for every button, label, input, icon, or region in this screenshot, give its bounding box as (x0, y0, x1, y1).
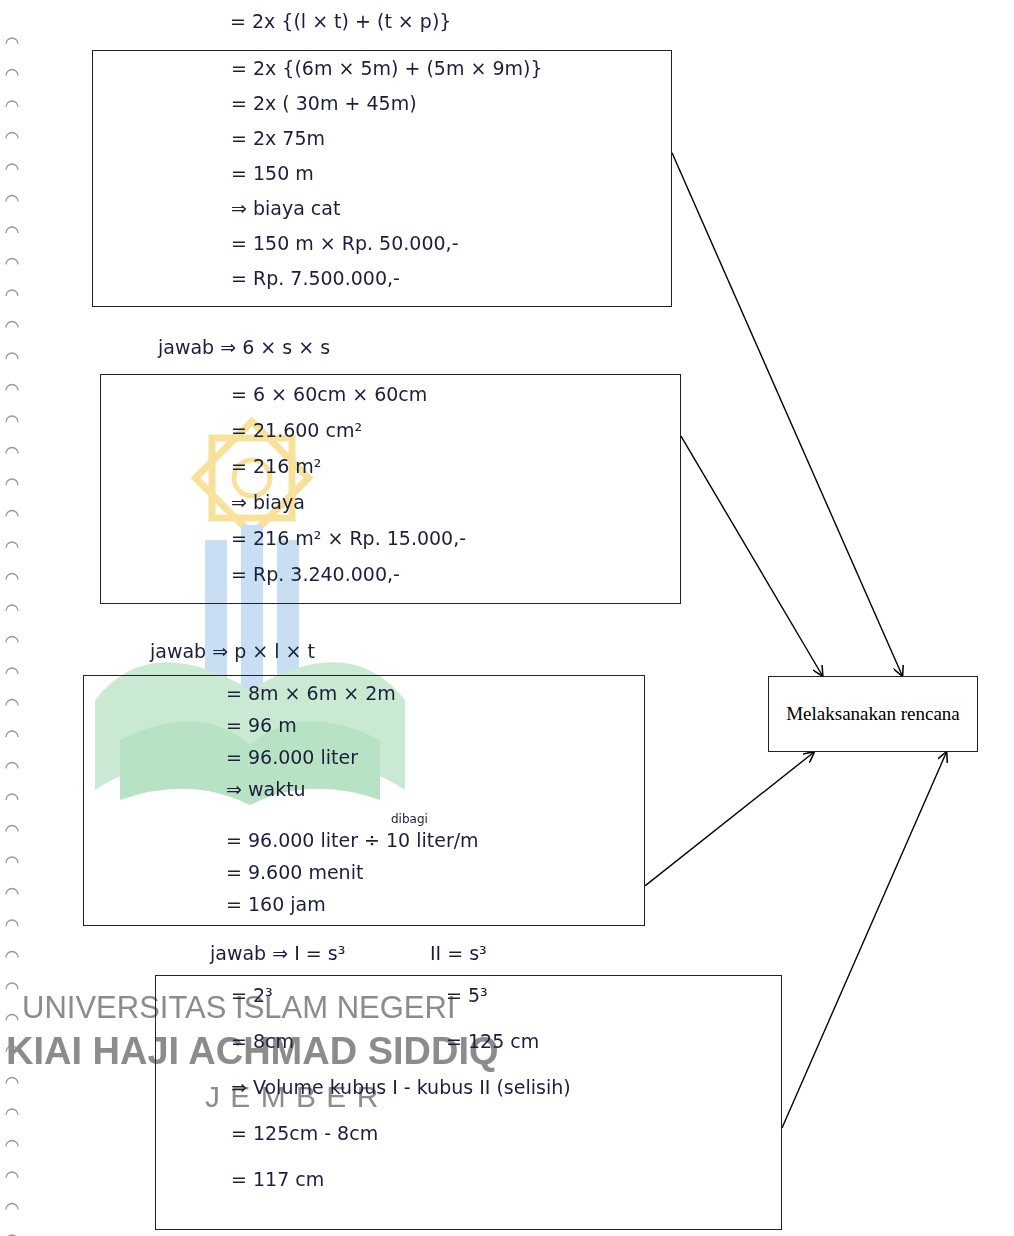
arrow-connector (681, 436, 823, 676)
working-line: ⇒ Volume kubus I - kubus II (selisih) (231, 1076, 571, 1098)
working-line: = 21.600 cm² (231, 419, 362, 441)
working-line: = 150 m × Rp. 50.000,- (231, 232, 459, 254)
working-line: = 96.000 liter ÷ 10 liter/m (226, 829, 479, 851)
working-line: = 216 m² (231, 455, 321, 477)
ring-hole (6, 1015, 18, 1021)
working-line: ⇒ biaya (231, 491, 305, 513)
working-label: = 2x {(l × t) + (t × p)} (230, 10, 451, 32)
ring-hole (6, 857, 18, 863)
working-box: = 2x {(6m × 5m) + (5m × 9m)} = 2x ( 30m +… (92, 50, 672, 307)
ring-hole (6, 920, 18, 926)
working-box: = 8m × 6m × 2m = 96 m = 96.000 liter ⇒ wakt… (83, 675, 645, 926)
ring-hole (6, 763, 18, 769)
working-line: = 8m × 6m × 2m (226, 682, 396, 704)
step-box: Melaksanakan rencana (768, 676, 978, 752)
working-line: = 2x {(6m × 5m) + (5m × 9m)} (231, 57, 543, 79)
ring-hole (6, 385, 18, 391)
ring-hole (6, 133, 18, 139)
arrow-connector (645, 752, 814, 886)
working-label: jawab ⇒ p × l × t (150, 640, 315, 662)
ring-hole (6, 542, 18, 548)
working-line: = Rp. 3.240.000,- (231, 563, 400, 585)
arrow-connector (672, 153, 902, 676)
ring-hole (6, 416, 18, 422)
step-label: Melaksanakan rencana (776, 698, 970, 730)
arrow-connector (782, 752, 947, 1128)
working-line: = 8cm (231, 1030, 294, 1052)
ring-hole (6, 889, 18, 895)
working-box: = 2³ = 5³ = 8cm = 125 cm ⇒ Volume kubus I - … (155, 975, 782, 1230)
working-line: = 9.600 menit (226, 861, 363, 883)
ring-hole (6, 952, 18, 958)
working-label: jawab ⇒ I = s³ (210, 942, 345, 964)
working-line: = 96 m (226, 714, 297, 736)
ring-hole (6, 290, 18, 296)
ring-hole (6, 983, 18, 989)
working-line: = Rp. 7.500.000,- (231, 267, 400, 289)
ring-hole (6, 605, 18, 611)
ring-hole (6, 637, 18, 643)
working-line: = 2x ( 30m + 45m) (231, 92, 417, 114)
ring-hole (6, 353, 18, 359)
working-line: ⇒ biaya cat (231, 197, 340, 219)
ring-hole (6, 700, 18, 706)
ring-hole (6, 794, 18, 800)
working-line: = 5³ (446, 984, 488, 1006)
working-label: II = s³ (430, 942, 487, 964)
ring-hole (6, 1235, 18, 1236)
working-box: = 6 × 60cm × 60cm = 21.600 cm² = 216 m² ⇒ b… (100, 374, 681, 604)
ring-hole (6, 574, 18, 580)
ring-hole (6, 259, 18, 265)
ring-hole (6, 164, 18, 170)
ring-hole (6, 322, 18, 328)
ring-hole (6, 668, 18, 674)
ring-hole (6, 479, 18, 485)
working-line: ⇒ waktu (226, 778, 306, 800)
working-line: = 117 cm (231, 1168, 324, 1190)
ring-hole (6, 1141, 18, 1147)
working-line: = 160 jam (226, 893, 326, 915)
working-line: = 216 m² × Rp. 15.000,- (231, 527, 466, 549)
ring-hole (6, 448, 18, 454)
ring-hole (6, 1172, 18, 1178)
working-line: = 6 × 60cm × 60cm (231, 383, 427, 405)
working-line: = 125cm - 8cm (231, 1122, 378, 1144)
working-line: = 96.000 liter (226, 746, 358, 768)
ring-hole (6, 38, 18, 44)
ring-hole (6, 70, 18, 76)
working-line: = 150 m (231, 162, 314, 184)
ring-hole (6, 1204, 18, 1210)
working-line: dibagi (391, 812, 428, 826)
ring-hole (6, 227, 18, 233)
working-line: = 2³ (231, 984, 273, 1006)
university-logo (95, 421, 405, 805)
working-line: = 2x 75m (231, 127, 325, 149)
ring-hole (6, 101, 18, 107)
ring-hole (6, 1109, 18, 1115)
working-label: jawab ⇒ 6 × s × s (158, 336, 330, 358)
ring-hole (6, 196, 18, 202)
working-line: = 125 cm (446, 1030, 539, 1052)
ring-hole (6, 731, 18, 737)
ring-hole (6, 826, 18, 832)
ring-hole (6, 511, 18, 517)
ring-hole (6, 1078, 18, 1084)
